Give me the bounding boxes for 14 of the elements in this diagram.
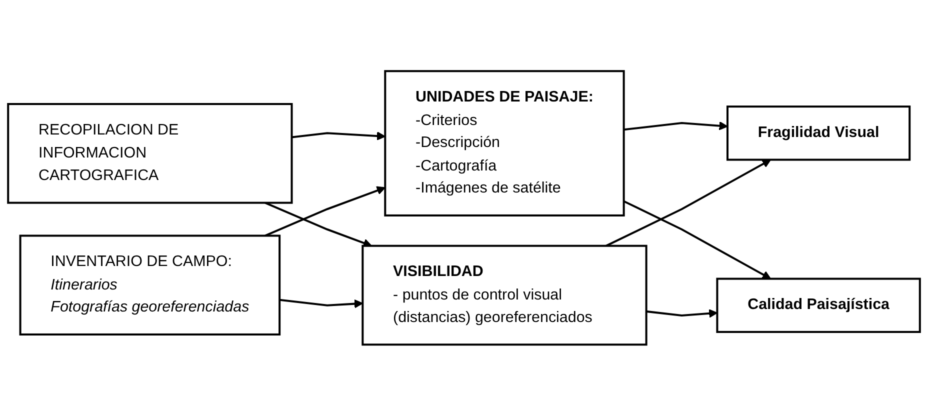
- arrow: [646, 308, 718, 318]
- arrow: [292, 131, 386, 140]
- node-box: UNIDADES DE PAISAJE: -Criterios -Descripción -Cartografía -Imágenes de satélite: [384, 70, 625, 216]
- arrow: [264, 186, 386, 236]
- node-box: INVENTARIO DE CAMPO: Itinerarios Fotografías georeferenciadas: [19, 234, 281, 336]
- arrow: [606, 158, 772, 246]
- node-box: Calidad Paisajística: [716, 277, 921, 333]
- arrow: [623, 200, 772, 279]
- arrow: [279, 298, 364, 308]
- arrow: [264, 202, 372, 247]
- node-box: VISIBILIDAD - puntos de control visual (distancias) georeferenciados: [362, 244, 648, 346]
- arrow: [624, 121, 728, 130]
- node-box: RECOPILACION DE INFORMACION CARTOGRAFICA: [7, 102, 293, 204]
- node-box: Fragilidad Visual: [726, 105, 911, 160]
